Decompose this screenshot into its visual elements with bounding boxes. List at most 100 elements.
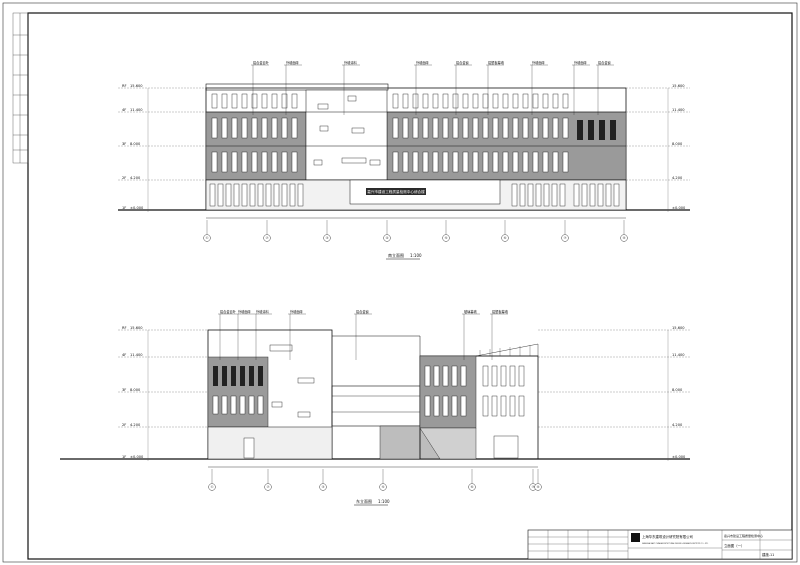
callout-label: 外墙涂料 [344, 60, 358, 65]
axis-label: ① [211, 485, 214, 489]
window [211, 117, 218, 139]
window [482, 93, 489, 109]
window [519, 183, 526, 207]
window [297, 183, 304, 207]
window [472, 93, 479, 109]
callout-label: 铝合金百叶 [253, 60, 270, 65]
axis-label: ⑥ [504, 236, 507, 240]
window [261, 151, 268, 173]
axis-label: ② [267, 485, 270, 489]
window [589, 183, 596, 207]
window [581, 183, 588, 207]
window [551, 183, 558, 207]
level-label: 2F [122, 176, 126, 180]
window [221, 117, 228, 139]
axis-bubble [319, 483, 327, 491]
window [512, 93, 519, 109]
window [249, 183, 256, 207]
axis-label: ⑧ [537, 485, 540, 489]
level-label: RF [122, 326, 127, 330]
callout-label: 铝塑板幕墙 [492, 309, 509, 314]
window [492, 151, 499, 173]
axis-bubble [620, 234, 628, 242]
window [289, 183, 296, 207]
window [462, 117, 469, 139]
window [225, 183, 232, 207]
axis-bubble [208, 483, 216, 491]
feature-windows [577, 120, 616, 140]
level-value: 15.600 [672, 84, 685, 88]
level-label: RF [122, 84, 127, 88]
level-value: 4.200 [130, 176, 141, 180]
window [552, 151, 559, 173]
callout-label: 外墙面砖 [574, 60, 588, 65]
window [209, 183, 216, 207]
axis-bubble [534, 483, 542, 491]
window [221, 151, 228, 173]
axis-bubble [203, 234, 211, 242]
axis-label: ⑦ [532, 485, 535, 489]
axis-bubble [379, 483, 387, 491]
window [472, 151, 479, 173]
window [412, 93, 419, 109]
callout-label: 外墙面砖 [290, 309, 304, 314]
bridge [331, 385, 421, 427]
window [502, 93, 509, 109]
window [281, 93, 288, 109]
callout-label: 玻璃幕墙 [464, 309, 478, 314]
window [605, 183, 612, 207]
window [233, 183, 240, 207]
window [452, 117, 459, 139]
axis-bubble [442, 234, 450, 242]
window [422, 117, 429, 139]
axis-label: ⑤ [445, 236, 448, 240]
axis-bubble [468, 483, 476, 491]
window [251, 93, 258, 109]
window [392, 117, 399, 139]
level-label: 1F [122, 206, 126, 210]
window [482, 151, 489, 173]
level-lines-top [118, 87, 690, 212]
level-label: 1F [122, 455, 126, 459]
level-value: 11.400 [672, 353, 685, 357]
level-value: 15.600 [130, 84, 143, 88]
window [532, 151, 539, 173]
drawing-number: 建施-11 [762, 552, 774, 557]
window [562, 93, 569, 109]
window [597, 183, 604, 207]
window [492, 93, 499, 109]
axis-label: ③ [322, 485, 325, 489]
company-logo [631, 533, 640, 542]
window [552, 93, 559, 109]
window [257, 183, 264, 207]
window [532, 93, 539, 109]
callout-label: 铝合金窗 [598, 60, 611, 65]
company-name-en: SHANGHAI EAST CHINA ARCHITECTURAL DESIGN… [642, 542, 709, 545]
window [573, 183, 580, 207]
window [502, 117, 509, 139]
window [502, 151, 509, 173]
window [281, 151, 288, 173]
window [462, 151, 469, 173]
window [613, 183, 620, 207]
level-label: 4F [122, 108, 126, 112]
window [543, 183, 550, 207]
window [522, 93, 529, 109]
level-value: 8.000 [130, 388, 141, 392]
callout-label: 铝塑板幕墙 [488, 60, 505, 65]
elevation-title: 东立面图 [356, 498, 372, 504]
level-value: ±0.000 [130, 206, 144, 210]
callouts-bottom: 铝合金百叶外墙面砖外墙涂料外墙面砖铝合金窗玻璃幕墙铝塑板幕墙 [218, 309, 509, 360]
window [559, 183, 566, 207]
window [422, 93, 429, 109]
window [291, 93, 298, 109]
window [241, 183, 248, 207]
level-value: 11.400 [130, 353, 143, 357]
window [562, 151, 569, 173]
level-value: ±0.000 [672, 455, 686, 459]
drawing-name: 立面图（一） [724, 543, 744, 548]
window [291, 151, 298, 173]
sheet-inner-border [27, 12, 793, 560]
window [442, 117, 449, 139]
